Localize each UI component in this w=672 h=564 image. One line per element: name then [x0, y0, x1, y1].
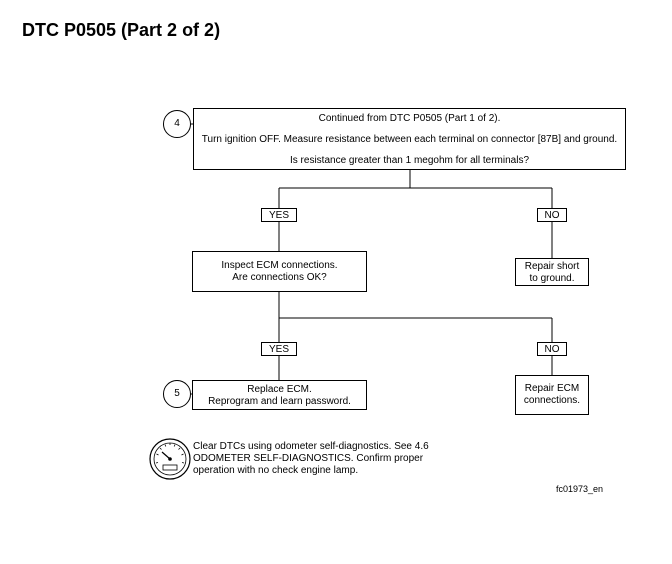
repair-ecm-line-2: connections. — [523, 395, 581, 406]
step-4-box: Continued from DTC P0505 (Part 1 of 2). … — [193, 108, 626, 170]
answer-no-2: NO — [537, 342, 567, 356]
replace-ecm-line-2: Reprogram and learn password. — [208, 396, 351, 407]
page-title: DTC P0505 (Part 2 of 2) — [22, 20, 221, 40]
step-number-4: 4 — [163, 110, 191, 138]
inspect-line-2: Are connections OK? — [232, 272, 327, 283]
step-number-5: 5 — [163, 380, 191, 408]
step-4-line-1: Continued from DTC P0505 (Part 1 of 2). — [318, 113, 501, 124]
repair-short-line-1: Repair short — [524, 261, 580, 272]
repair-ecm-box: Repair ECM connections. — [515, 375, 589, 415]
repair-short-box: Repair short to ground. — [515, 258, 589, 286]
answer-yes-1: YES — [261, 208, 297, 222]
repair-ecm-line-1: Repair ECM — [524, 383, 580, 394]
figure-id: fc01973_en — [556, 484, 604, 494]
answer-yes-2: YES — [261, 342, 297, 356]
replace-ecm-line-1: Replace ECM. — [247, 384, 312, 395]
odometer-note: Clear DTCs using odometer self-diagnosti… — [193, 441, 443, 477]
answer-no-1: NO — [537, 208, 567, 222]
repair-short-line-2: to ground. — [529, 273, 575, 284]
odometer-icon — [149, 438, 191, 480]
step-4-line-2: Turn ignition OFF. Measure resistance be… — [201, 134, 618, 145]
note-line-1: Clear DTCs using odometer self-diagnosti… — [193, 441, 429, 452]
replace-ecm-box: Replace ECM. Reprogram and learn passwor… — [192, 380, 367, 410]
note-line-2: ODOMETER SELF-DIAGNOSTICS. Confirm prope… — [193, 453, 424, 464]
step-4-line-3: Is resistance greater than 1 megohm for … — [290, 155, 529, 166]
inspect-line-1: Inspect ECM connections. — [221, 260, 338, 271]
note-line-3: operation with no check engine lamp. — [193, 465, 359, 476]
inspect-ecm-box: Inspect ECM connections. Are connections… — [192, 251, 367, 292]
